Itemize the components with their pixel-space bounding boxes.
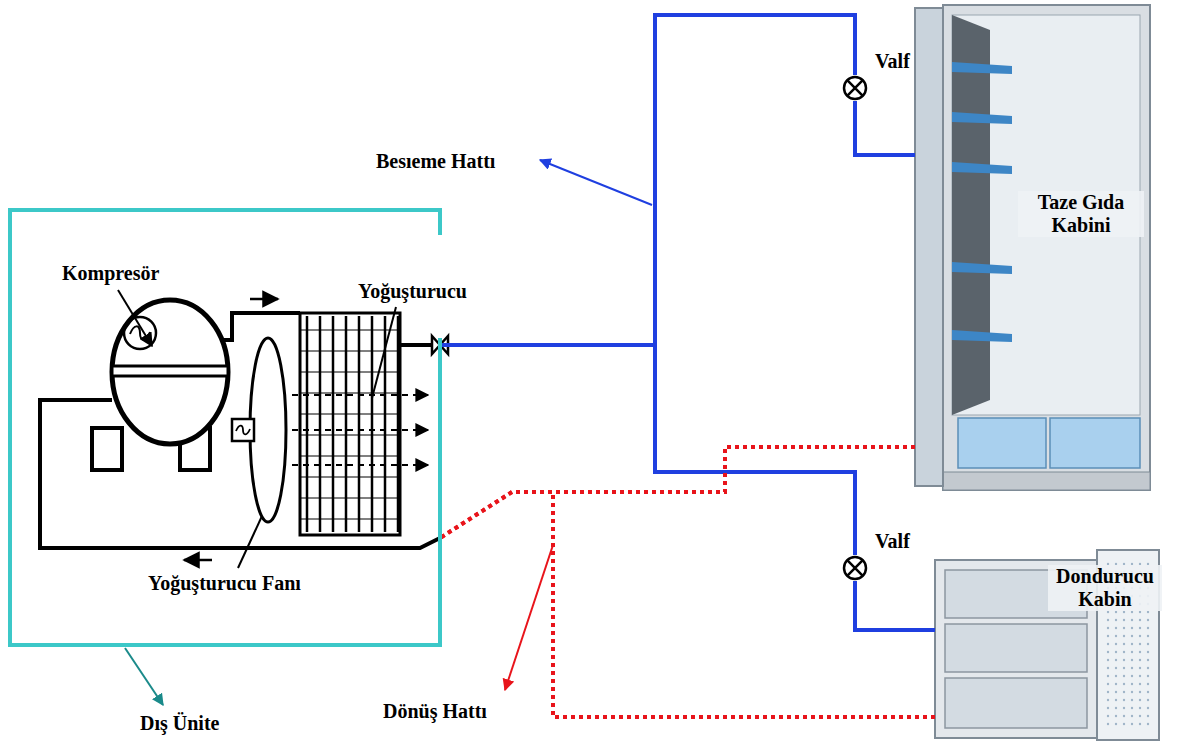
valve-cross (847, 80, 863, 96)
coil-fin (300, 519, 400, 520)
valve-symbol (842, 555, 868, 581)
fresh-food-cabinet: Taze Gıda Kabini (915, 5, 1150, 490)
freezer-illustration (935, 550, 1159, 740)
freezer-drawer (945, 624, 1087, 672)
fridge-body (943, 5, 1150, 490)
fridge-drawer (958, 418, 1046, 468)
fridge-shelf (952, 112, 1012, 124)
coil-fin (300, 456, 400, 457)
fridge-side-wall (952, 15, 990, 415)
freezer-drawer (945, 678, 1087, 728)
node-label: Dondurucu Kabin (1048, 565, 1162, 611)
coil-tube (319, 316, 322, 532)
valve-symbol (842, 75, 868, 101)
node-label: Dış Ünite (140, 712, 219, 735)
valve: Valf (842, 555, 868, 581)
valve-cross (847, 560, 863, 576)
valve: Valf (842, 75, 868, 101)
coil-fin (300, 372, 400, 373)
supply-line (440, 15, 855, 345)
flow-arrow (184, 559, 212, 562)
fridge-drawer (1050, 418, 1140, 468)
node-label: Valf (875, 530, 910, 553)
fridge-illustration (915, 5, 1150, 490)
fan-blade (250, 338, 286, 522)
fan-motor (232, 419, 254, 441)
return-line (440, 492, 935, 717)
coil-fin (300, 498, 400, 499)
compressor-shell (112, 300, 228, 444)
part-label: Kompresör (62, 262, 159, 285)
node-label: Taze Gıda Kabini (1018, 191, 1144, 237)
discharge-pipe (215, 313, 300, 340)
supply-line (855, 101, 915, 155)
leader-line (238, 516, 262, 568)
freezer-body (935, 560, 1097, 738)
coil-tube (306, 316, 309, 532)
leader-line (505, 545, 553, 690)
fan-motor-tilde (236, 426, 250, 435)
valve-circle (844, 557, 866, 579)
coil-fin (300, 414, 400, 415)
coil-tube (345, 316, 348, 532)
line-label: Dönüş Hattı (383, 700, 487, 723)
unit-border (10, 210, 440, 645)
suction-pipe (40, 400, 440, 548)
fridge-shelf (952, 162, 1012, 174)
compressor-band (112, 366, 228, 376)
leader-line (125, 648, 163, 705)
airflow-arrow (292, 394, 428, 396)
freezer-cabinet: Dondurucu Kabin (935, 545, 1160, 740)
valve-circle (844, 77, 866, 99)
line-label: Besıeme Hattı (376, 150, 495, 173)
coil-tube (397, 316, 400, 532)
freezer-drawer (945, 570, 1087, 618)
coil-tube (358, 316, 361, 532)
freezer-door (1097, 550, 1159, 740)
outdoor-unit: Dış Ünite (10, 210, 440, 645)
coil-fin (300, 393, 400, 394)
coil-tube (332, 316, 335, 532)
fridge-interior (952, 15, 1140, 415)
airflow-arrow (292, 429, 428, 431)
fridge-shelf (952, 62, 1012, 74)
condenser-outlet-pipe (400, 343, 432, 347)
node-label: Valf (875, 50, 910, 73)
leader-line (540, 160, 652, 205)
leader-line (372, 307, 396, 398)
supply-line (440, 345, 855, 555)
unit-outline (10, 210, 440, 645)
coil-fin (300, 330, 400, 331)
freezer-door-liner (1103, 560, 1153, 730)
compressor-foot (92, 428, 122, 470)
leader-lines (118, 160, 652, 705)
flow-arrow (250, 298, 278, 301)
part-label: Yoğuşturucu (358, 280, 467, 303)
leader-line (118, 290, 152, 346)
fridge-shelf (952, 330, 1012, 342)
airflow-arrow (292, 464, 428, 466)
coil-fin (300, 435, 400, 436)
fridge-shelf (952, 262, 1012, 274)
coil-tube (371, 316, 374, 532)
supply-line (855, 581, 935, 630)
fridge-base (943, 472, 1150, 490)
part-label: Yoğuşturucu Fanı (148, 572, 301, 595)
coil-fin (300, 477, 400, 478)
outdoor-unit-machinery (40, 299, 448, 560)
fridge-door (915, 8, 943, 486)
